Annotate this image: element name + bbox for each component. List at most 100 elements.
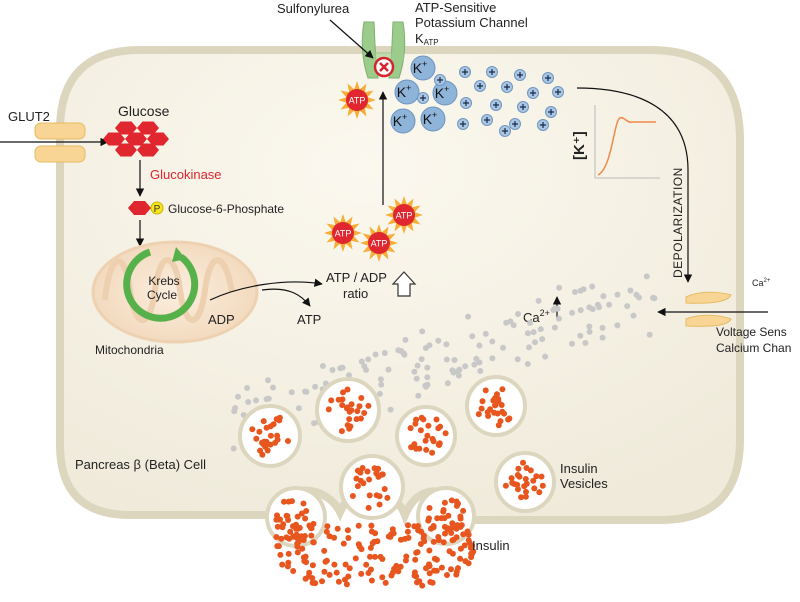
potassium-plus-ion [514, 69, 526, 81]
potassium-plus-ion [486, 66, 498, 78]
calcium-ion [312, 383, 319, 390]
insulin-molecule [302, 575, 309, 582]
calcium-ion [577, 307, 584, 314]
insulin-molecule [465, 531, 472, 538]
insulin-granule [515, 486, 521, 493]
insulin-granule [356, 403, 363, 410]
insulin-molecule [379, 574, 386, 581]
calcium-ion [415, 392, 422, 399]
insulin-molecule [367, 553, 373, 560]
calcium-ion [535, 297, 542, 304]
glucose-hexagon [115, 121, 137, 135]
insulin-molecule [411, 572, 418, 579]
vesicles-label-2: Vesicles [560, 476, 608, 491]
insulin-molecule [340, 540, 347, 547]
insulin-molecule [448, 566, 454, 573]
insulin-molecule [395, 568, 402, 575]
calcium-ion [551, 324, 558, 331]
insulin-molecule [460, 531, 467, 538]
insulin-granule [353, 416, 360, 423]
calcium-ion [542, 353, 549, 360]
insulin-molecule [426, 547, 433, 554]
calcium-channel [685, 291, 732, 327]
insulin-molecule [457, 555, 464, 562]
calcium-ion [454, 368, 461, 375]
insulin-molecule [352, 555, 359, 562]
insulin-molecule [321, 547, 328, 554]
potassium-ion-body [410, 55, 436, 81]
insulin-granule [340, 389, 346, 396]
calcium-ion [489, 338, 496, 345]
atp-molecule: ATP [338, 81, 376, 119]
potassium-graph [594, 105, 660, 179]
insulin-molecule [368, 566, 374, 573]
plus-sign [484, 117, 490, 123]
insulin-granule [366, 492, 373, 499]
insulin-molecule [448, 530, 455, 536]
insulin-molecule [344, 527, 351, 534]
insulin-vesicle [494, 451, 556, 513]
insulin-molecule [382, 579, 389, 586]
insulin-molecule [274, 523, 281, 530]
calcium-ion [524, 330, 531, 337]
insulin-molecule [308, 532, 315, 539]
insulin-granule [281, 498, 287, 505]
insulin-granule [408, 444, 415, 451]
glut2-label: GLUT2 [8, 109, 50, 124]
calcium-ion [443, 356, 450, 363]
potassium-plus-ion [527, 87, 539, 99]
sulfonylurea-arrow [329, 19, 374, 59]
insulin-molecule [425, 563, 432, 570]
calcium-ion [385, 366, 392, 373]
insulin-granule [449, 520, 456, 527]
insulin-molecule [431, 555, 438, 562]
atp-core [346, 89, 368, 111]
calcium-ion [377, 376, 384, 383]
plus-sign [504, 84, 510, 90]
insulin-molecule [334, 525, 341, 532]
insulin-molecule [368, 528, 375, 535]
insulin-molecule [355, 522, 362, 529]
calcium-ion [606, 301, 613, 308]
potassium-plus-ion [481, 114, 493, 126]
potassium-ions-small [417, 66, 564, 137]
plus-sign [540, 122, 546, 128]
insulin-granule [413, 416, 420, 423]
insulin-granule [436, 442, 443, 448]
insulin-granule [285, 438, 291, 444]
calcium-ion [473, 355, 480, 362]
insulin-granule [437, 423, 444, 430]
plus-sign [530, 90, 536, 96]
adp-atp-arrow-branch [261, 288, 311, 307]
calcium-ion [537, 326, 544, 333]
potassium-plus-ion [457, 118, 469, 130]
atp-molecule: ATP [385, 196, 423, 234]
insulin-vesicle [315, 377, 381, 443]
plus-sign [555, 89, 561, 95]
plus-sign [477, 83, 483, 89]
insulin-molecule [323, 557, 330, 564]
insulin-granule [434, 515, 441, 522]
insulin-granule [277, 516, 283, 523]
insulin-granule [536, 489, 543, 496]
insulin-molecule [345, 573, 352, 580]
calcium-ion [532, 339, 538, 346]
insulin-granule [344, 422, 351, 429]
calcium-ion [469, 333, 476, 340]
insulin-molecule [326, 533, 333, 540]
insulin-molecule [290, 568, 297, 574]
insulin-granule [338, 428, 345, 435]
calcium-ion [270, 384, 276, 391]
calcium-ion [527, 319, 533, 326]
calcium-ion [526, 344, 532, 351]
katp-label-1: ATP-Sensitive [415, 0, 496, 15]
insulin-molecule [277, 551, 284, 558]
calcium-ion [614, 322, 621, 329]
insulin-granule [445, 512, 452, 519]
potassium-graph-label: [K⁺] [571, 131, 588, 160]
insulin-molecule [303, 559, 310, 566]
insulin-molecule [278, 535, 285, 542]
plus-sign [493, 102, 499, 108]
insulin-molecule [326, 571, 333, 578]
